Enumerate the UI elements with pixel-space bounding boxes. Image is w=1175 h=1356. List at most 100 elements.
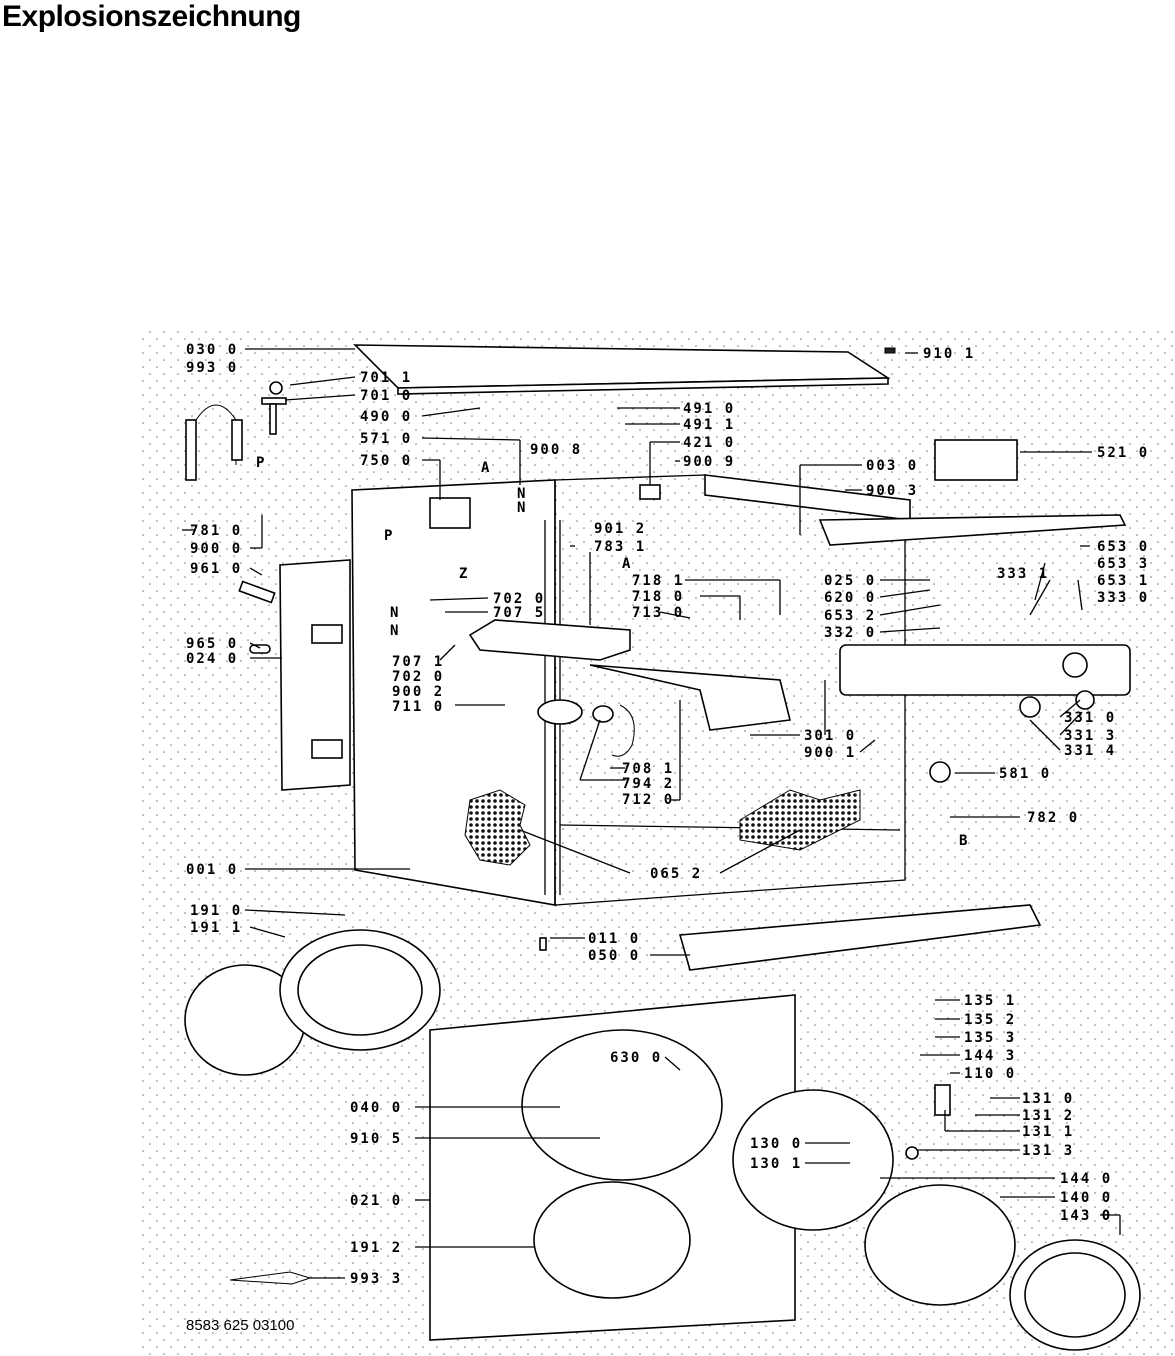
part-label: 131 1 [1022, 1124, 1074, 1140]
part-label: 783 1 [594, 539, 646, 555]
part-label: 653 1 [1097, 573, 1149, 589]
part-label: 001 0 [186, 862, 238, 878]
part-label: 135 1 [964, 993, 1016, 1009]
part-label: 050 0 [588, 948, 640, 964]
part-label: 718 1 [632, 573, 684, 589]
part-label: 301 0 [804, 728, 856, 744]
part-label: 711 0 [392, 699, 444, 715]
electronic-module [934, 439, 1018, 481]
letter-label: B [959, 833, 969, 849]
control-panel-rail [818, 514, 1127, 546]
plinth [678, 904, 1042, 971]
part-label: 144 0 [1060, 1171, 1112, 1187]
part-label: 653 2 [824, 608, 876, 624]
part-label: 900 9 [683, 454, 735, 470]
part-label: 707 1 [392, 654, 444, 670]
part-label: 701 1 [360, 370, 412, 386]
letter-label: Z [459, 566, 469, 582]
part-label: 702 0 [493, 591, 545, 607]
part-label: 332 0 [824, 625, 876, 641]
part-label: 003 0 [866, 458, 918, 474]
part-label: 143 0 [1060, 1208, 1112, 1224]
part-label: 135 2 [964, 1012, 1016, 1028]
letter-label: P [256, 455, 266, 471]
part-label: 025 0 [824, 573, 876, 589]
insulation-mat-right [739, 789, 861, 851]
part-label: 900 0 [190, 541, 242, 557]
letter-label: N [390, 623, 400, 639]
part-label: 040 0 [350, 1100, 402, 1116]
part-label: 130 0 [750, 1136, 802, 1152]
part-label: 794 2 [622, 776, 674, 792]
part-label: 900 8 [530, 442, 582, 458]
part-label: 993 3 [350, 1271, 402, 1287]
part-label: 701 0 [360, 388, 412, 404]
part-label: 581 0 [999, 766, 1051, 782]
detergent-drawer [589, 664, 791, 731]
insulation-mat-left [464, 789, 531, 866]
part-label: 333 0 [1097, 590, 1149, 606]
part-label: 030 0 [186, 342, 238, 358]
part-label: 131 2 [1022, 1108, 1074, 1124]
part-label: 331 4 [1064, 743, 1116, 759]
parts-drawing [184, 344, 1141, 1351]
part-label: 065 2 [650, 866, 702, 882]
part-label: 191 1 [190, 920, 242, 936]
part-label: 011 0 [588, 931, 640, 947]
leader-lines [182, 348, 1121, 1279]
letter-label: A [622, 556, 632, 572]
part-label: 620 0 [824, 590, 876, 606]
part-label: 491 0 [683, 401, 735, 417]
part-label: 707 5 [493, 605, 545, 621]
part-label: 910 5 [350, 1131, 402, 1147]
part-label: 021 0 [350, 1193, 402, 1209]
part-label: 421 0 [683, 435, 735, 451]
part-label: 140 0 [1060, 1190, 1112, 1206]
part-label: 910 1 [923, 346, 975, 362]
part-label: 630 0 [610, 1050, 662, 1066]
part-label: 331 3 [1064, 728, 1116, 744]
dispenser-housing [468, 619, 631, 661]
part-label: 491 1 [683, 417, 735, 433]
part-label: 718 0 [632, 589, 684, 605]
part-labels: 030 0 993 0 701 1 701 0 490 0 571 0 750 … [186, 342, 1149, 1287]
part-label: 110 0 [964, 1066, 1016, 1082]
part-label: 900 3 [866, 483, 918, 499]
part-label: 490 0 [360, 409, 412, 425]
letter-label: P [384, 528, 394, 544]
part-label: 653 3 [1097, 556, 1149, 572]
back-panel [279, 559, 351, 791]
part-label: 782 0 [1027, 810, 1079, 826]
part-label: 571 0 [360, 431, 412, 447]
letter-label: N [390, 605, 400, 621]
part-label: 131 0 [1022, 1091, 1074, 1107]
part-label: 333 1 [997, 566, 1049, 582]
part-label: 961 0 [190, 561, 242, 577]
part-label: 713 0 [632, 605, 684, 621]
part-label: 131 3 [1022, 1143, 1074, 1159]
part-label: 144 3 [964, 1048, 1016, 1064]
part-label: 702 0 [392, 669, 444, 685]
page-title: Explosionszeichnung [2, 0, 301, 33]
letter-label: N [517, 486, 527, 502]
part-label: 653 0 [1097, 539, 1149, 555]
part-label: 900 1 [804, 745, 856, 761]
part-label: 130 1 [750, 1156, 802, 1172]
reference-letters: P P A N N Z N N A B [256, 455, 969, 849]
control-fascia [839, 644, 1131, 696]
part-label: 965 0 [186, 636, 238, 652]
drawing-number: 8583 625 03100 [186, 1317, 294, 1334]
part-label: 135 3 [964, 1030, 1016, 1046]
letter-label: N [517, 500, 527, 516]
part-label: 781 0 [190, 523, 242, 539]
part-label: 708 1 [622, 761, 674, 777]
part-label: 712 0 [622, 792, 674, 808]
letter-label: A [481, 460, 491, 476]
part-label: 993 0 [186, 360, 238, 376]
part-label: 191 2 [350, 1240, 402, 1256]
part-label: 024 0 [186, 651, 238, 667]
part-label: 750 0 [360, 453, 412, 469]
part-label: 900 2 [392, 684, 444, 700]
part-label: 901 2 [594, 521, 646, 537]
